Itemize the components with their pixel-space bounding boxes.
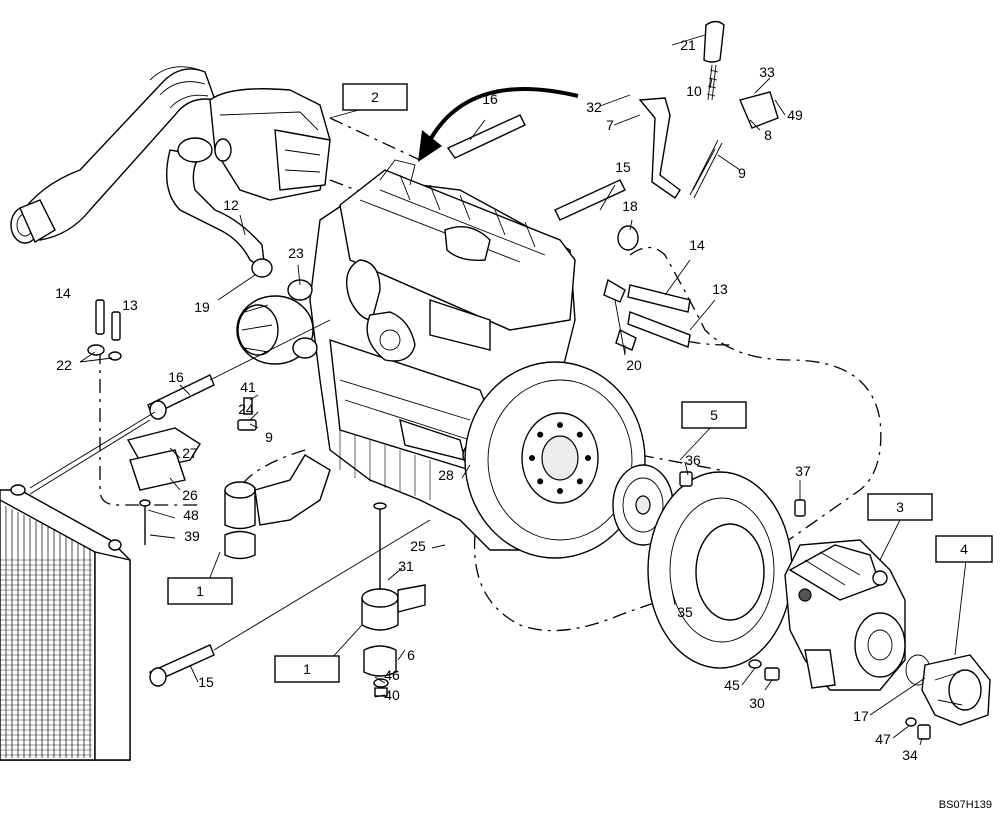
callout-31: 31 [398, 558, 414, 574]
callout-14: 14 [689, 237, 705, 253]
radiator-hoses [29, 319, 431, 687]
engine-mount-right [361, 502, 426, 677]
part-box-label: 4 [960, 541, 968, 557]
callout-9: 9 [265, 429, 273, 445]
part-box-frame [867, 493, 933, 521]
callout-33: 33 [759, 64, 775, 80]
callout-6: 6 [407, 647, 415, 663]
callout-8: 8 [764, 127, 772, 143]
callout-21: 21 [680, 37, 696, 53]
engine-mount-left [224, 454, 331, 560]
part-box-frame [935, 535, 993, 563]
flywheel-bolt [576, 478, 583, 485]
flywheel-bolt [557, 488, 563, 494]
callout-26: 26 [182, 487, 198, 503]
part-box-5: 5 [681, 401, 747, 429]
part-box-frame [274, 655, 340, 683]
part-box-1: 1 [167, 577, 233, 605]
callout-37: 37 [795, 463, 811, 479]
callout-27: 27 [182, 445, 198, 461]
callout-45: 45 [724, 677, 740, 693]
callout-16: 16 [482, 91, 498, 107]
callout-30: 30 [749, 695, 765, 711]
air-filter-housing [165, 88, 331, 278]
callout-49: 49 [787, 107, 803, 123]
flywheel-bolt [529, 455, 535, 461]
callout-32: 32 [586, 99, 602, 115]
callout-25: 25 [410, 538, 426, 554]
part-box-frame [167, 577, 233, 605]
part-box-1: 1 [274, 655, 340, 683]
callout-24: 24 [238, 401, 254, 417]
flywheel-bolt [557, 422, 563, 428]
callout-17: 17 [853, 708, 869, 724]
callout-12: 12 [223, 197, 239, 213]
gear-pump [905, 654, 991, 726]
callout-46: 46 [384, 667, 400, 683]
callout-22: 22 [56, 357, 72, 373]
leader-lines [79, 34, 967, 746]
callout-36: 36 [685, 452, 701, 468]
callout-39: 39 [184, 528, 200, 544]
callout-19: 19 [194, 299, 210, 315]
flywheel-housing [464, 361, 646, 559]
part-box-label: 1 [303, 661, 311, 677]
reference-code: BS07H139 [939, 799, 992, 811]
throttle-linkage [446, 20, 779, 251]
part-box-label: 3 [896, 499, 904, 515]
part-box-3: 3 [867, 493, 933, 521]
callout-47: 47 [875, 731, 891, 747]
callout-13: 13 [122, 297, 138, 313]
callout-16: 16 [168, 369, 184, 385]
alternator [236, 279, 318, 365]
callout-15: 15 [615, 159, 631, 175]
radiator [0, 484, 131, 761]
part-box-4: 4 [935, 535, 993, 563]
adapter-plate [647, 471, 793, 669]
callout-18: 18 [622, 198, 638, 214]
flywheel-bolt [576, 431, 583, 438]
callout-23: 23 [288, 245, 304, 261]
callout-15: 15 [198, 674, 214, 690]
callout-9: 9 [738, 165, 746, 181]
part-box-label: 1 [196, 583, 204, 599]
curved-arrow [418, 86, 579, 162]
part-box-label: 2 [371, 89, 379, 105]
callout-34: 34 [902, 747, 918, 763]
air-intake-hose [10, 66, 217, 244]
callout-20: 20 [626, 357, 642, 373]
callout-14: 14 [55, 285, 71, 301]
flywheel-bolt [537, 431, 544, 438]
callout-35: 35 [677, 604, 693, 620]
part-box-label: 5 [710, 407, 718, 423]
part-box-2: 2 [342, 83, 408, 111]
part-box-frame [681, 401, 747, 429]
flywheel-bolt [585, 455, 591, 461]
callout-40: 40 [384, 687, 400, 703]
callout-10: 10 [686, 83, 702, 99]
flywheel-bolt [537, 478, 544, 485]
hydraulic-pump [784, 539, 906, 691]
callout-28: 28 [438, 467, 454, 483]
callout-41: 41 [240, 379, 256, 395]
callout-7: 7 [606, 117, 614, 133]
callout-13: 13 [712, 281, 728, 297]
callout-48: 48 [183, 507, 199, 523]
part-box-frame [342, 83, 408, 111]
